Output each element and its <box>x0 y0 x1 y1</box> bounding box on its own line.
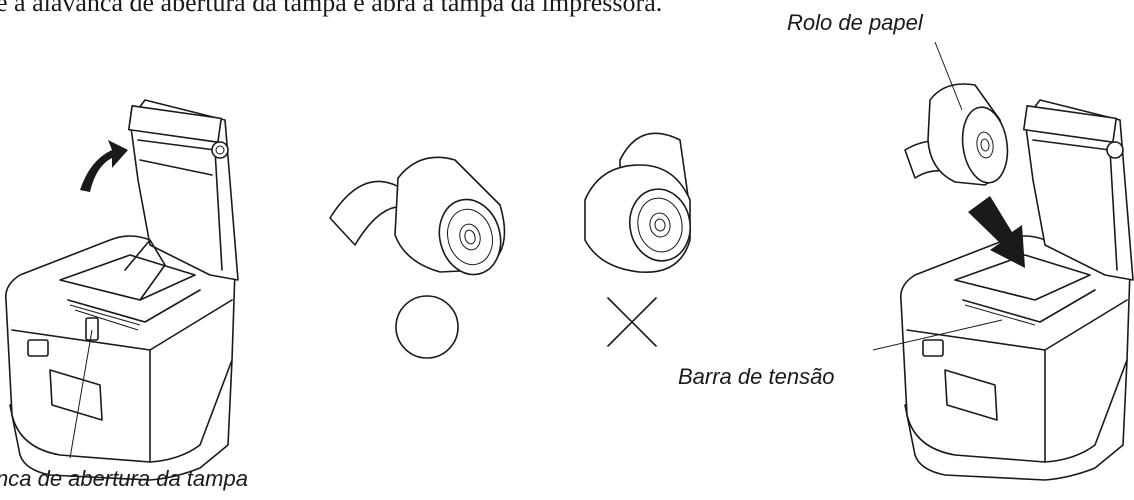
correct-circle-icon <box>395 295 459 359</box>
tension-bar-label: Barra de tensão <box>678 364 835 389</box>
paper-roll-label: Rolo de papel <box>787 10 923 35</box>
paper-roll-incorrect <box>584 132 691 273</box>
cover-lever-label: nca de abertura da tampa <box>0 466 248 491</box>
printer-open-left <box>4 99 239 481</box>
paper-roll-correct <box>329 156 506 276</box>
open-arrow-icon <box>80 140 128 192</box>
incorrect-cross-icon <box>607 297 657 347</box>
printer-loading-right <box>872 41 1134 481</box>
instruction-text: e a alavanca de abertura da tampa e abra… <box>0 0 663 17</box>
insert-arrow-icon <box>968 196 1025 268</box>
